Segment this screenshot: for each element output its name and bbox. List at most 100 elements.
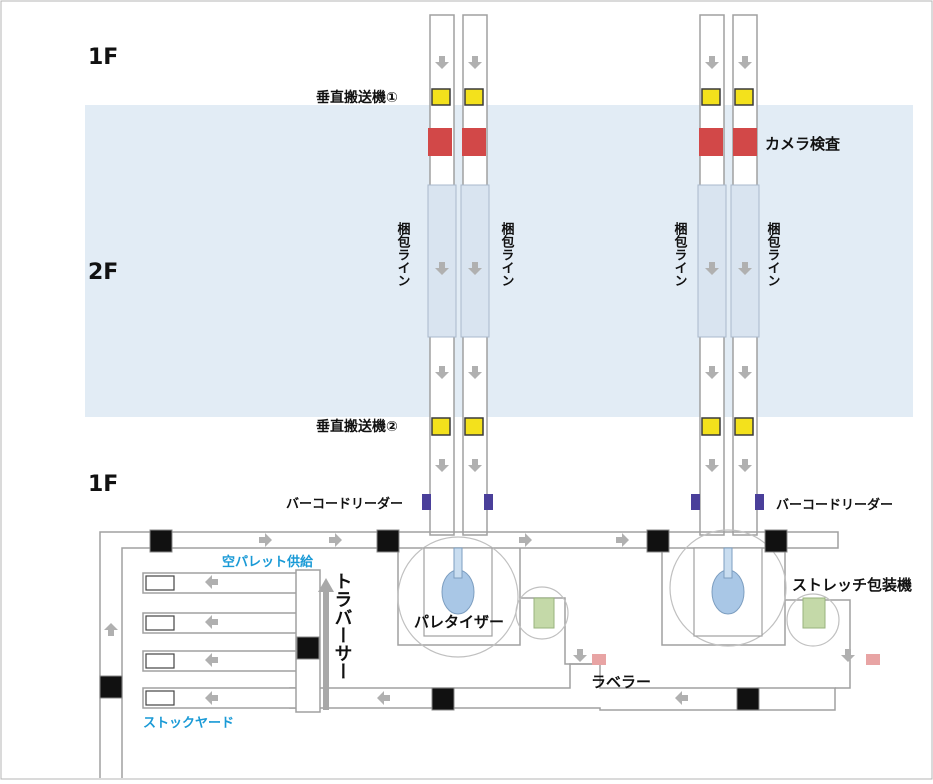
flow-arrow-icon <box>738 56 752 69</box>
vertical-conveyor-bottom-1 <box>431 417 451 436</box>
camera-unit-3 <box>699 128 723 156</box>
barcode-unit-3 <box>691 494 700 510</box>
packing-sections <box>427 184 760 338</box>
label-barcode-reader-left: バーコードリーダー <box>286 496 403 512</box>
packing-section-2 <box>460 184 490 338</box>
palletizer-units <box>397 529 787 658</box>
flow-arrow-icon <box>104 623 118 636</box>
label-palletizer: パレタイザー <box>414 613 504 631</box>
stock-slot-1 <box>145 575 175 591</box>
floor-2f-band <box>85 105 913 417</box>
flow-arrow-icon <box>738 366 752 379</box>
flow-arrow-icon <box>468 56 482 69</box>
palletizer-arm-left <box>453 547 463 579</box>
flow-arrow-icon <box>435 459 449 472</box>
flow-arrow-icon <box>468 459 482 472</box>
stock-yard-lanes <box>142 572 319 709</box>
flow-arrow-icon <box>573 649 587 662</box>
station-4 <box>764 529 788 553</box>
flow-arrow-icon <box>705 56 719 69</box>
station-3 <box>646 529 670 553</box>
stock-slot-3 <box>145 653 175 669</box>
label-packing-line-1: 梱包ライン <box>395 221 411 287</box>
barcode-unit-4 <box>755 494 764 510</box>
label-packing-line-3: 梱包ライン <box>672 221 688 287</box>
packing-section-1 <box>427 184 457 338</box>
floor-label-1f-bottom: 1F <box>88 472 118 497</box>
flow-arrow-icon <box>705 262 719 275</box>
flow-arrow-icon <box>205 575 218 589</box>
labeler-unit-left <box>592 654 606 665</box>
black-stations <box>99 529 788 711</box>
station-7 <box>431 687 455 711</box>
station-5 <box>296 636 320 660</box>
stock-slots <box>145 575 175 706</box>
flow-arrow-icon <box>205 615 218 629</box>
labeler-unit-right <box>866 654 880 665</box>
wrapper-range-right <box>786 593 840 647</box>
traverser-arrow-icon <box>318 578 334 592</box>
floor-label-1f-top: 1F <box>88 45 118 70</box>
flow-arrow-icon <box>377 691 390 705</box>
label-stock-yard: ストックヤード <box>143 716 234 731</box>
flow-arrow-icon <box>705 366 719 379</box>
flow-arrow-icon <box>519 533 532 547</box>
palletizer-range-left <box>397 536 519 658</box>
barcode-unit-1 <box>422 494 431 510</box>
flow-arrow-icon <box>329 533 342 547</box>
camera-unit-1 <box>428 128 452 156</box>
flow-arrow-icon <box>705 459 719 472</box>
flow-arrow-icon <box>259 533 272 547</box>
stock-slot-2 <box>145 615 175 631</box>
flow-arrows <box>104 56 855 705</box>
camera-unit-4 <box>733 128 757 156</box>
label-packing-line-2: 梱包ライン <box>499 221 515 287</box>
label-packing-line-4: 梱包ライン <box>765 221 781 287</box>
wrapper-body-left <box>533 597 555 629</box>
camera-inspection-units <box>428 128 757 156</box>
vertical-conveyor-top-4 <box>734 88 754 106</box>
wrapper-body-right <box>802 597 826 629</box>
flow-arrow-icon <box>468 262 482 275</box>
conveyor-return-loop <box>99 531 839 778</box>
flow-arrow-icon <box>675 691 688 705</box>
flow-arrow-icon <box>468 366 482 379</box>
label-camera-inspection: カメラ検査 <box>765 135 841 153</box>
flow-arrow-icon <box>738 459 752 472</box>
floor-label-2f: 2F <box>88 260 118 285</box>
station-1 <box>149 529 173 553</box>
vertical-conveyor-top-2 <box>464 88 484 106</box>
flow-arrow-icon <box>205 691 218 705</box>
flow-arrow-icon <box>616 533 629 547</box>
packing-section-4 <box>730 184 760 338</box>
flow-arrow-icon <box>841 649 855 662</box>
stretch-wrappers <box>515 586 840 647</box>
vertical-conveyor-top-3 <box>701 88 721 106</box>
flow-arrow-icon <box>435 56 449 69</box>
vertical-conveyor-bottom-4 <box>734 417 754 436</box>
palletizer-arm-right <box>723 547 733 579</box>
flow-arrow-icon <box>435 366 449 379</box>
barcode-reader-units <box>422 494 764 510</box>
traverser-bar <box>323 590 329 710</box>
station-8 <box>736 687 760 711</box>
station-6 <box>99 675 123 699</box>
packing-section-3 <box>697 184 727 338</box>
barcode-unit-2 <box>484 494 493 510</box>
flow-arrow-icon <box>738 262 752 275</box>
wrapper-range-left <box>515 586 569 640</box>
vertical-conveyor-top-1 <box>431 88 451 106</box>
label-barcode-reader-right: バーコードリーダー <box>776 497 893 513</box>
flow-arrow-icon <box>435 262 449 275</box>
vertical-conveyor-bottom-2 <box>464 417 484 436</box>
label-empty-pallet-supply: 空パレット供給 <box>222 554 314 570</box>
station-2 <box>376 529 400 553</box>
palletizer-range-right <box>669 529 787 647</box>
flow-arrow-icon <box>205 653 218 667</box>
label-vertical-conveyor-2: 垂直搬送機② <box>316 418 398 435</box>
label-labeler: ラベラー <box>591 673 651 691</box>
vertical-conveyors <box>431 88 754 436</box>
stock-slot-4 <box>145 690 175 706</box>
